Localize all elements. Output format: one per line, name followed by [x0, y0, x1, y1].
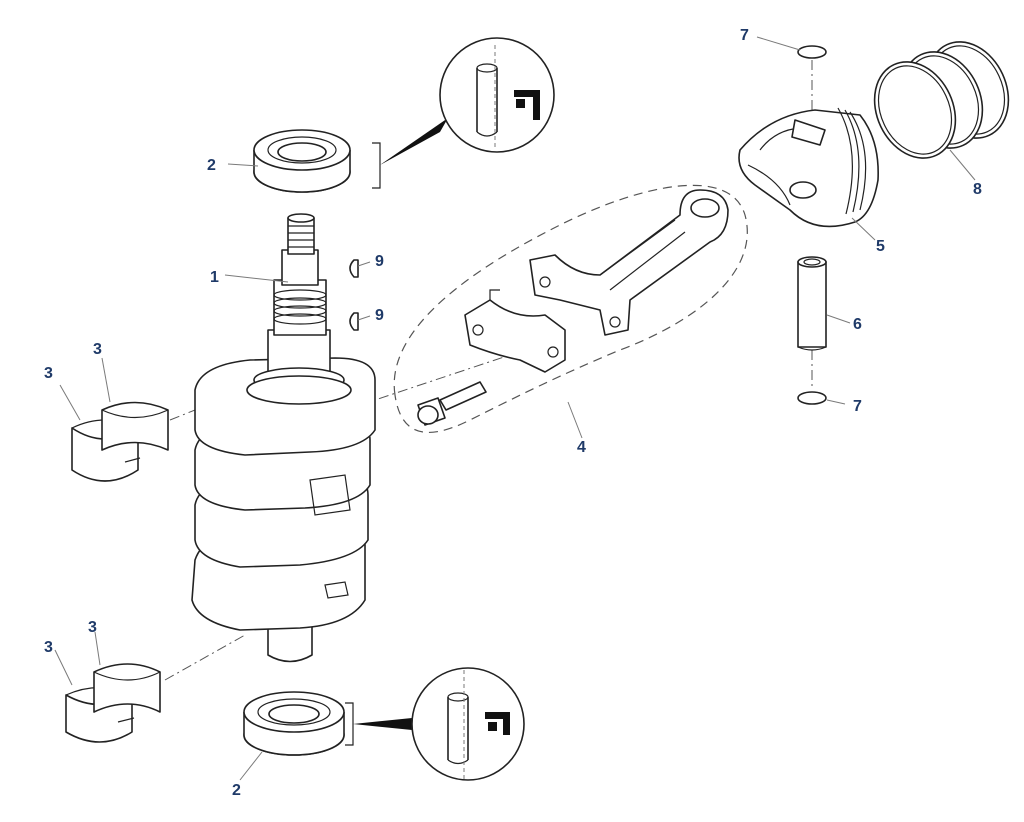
connecting-rod-group-outline: [393, 184, 748, 433]
piston-pin-clip-top: [797, 45, 827, 59]
piston-pin: [797, 256, 827, 351]
bearing-lower-outer: [65, 686, 135, 743]
oil-seal-bottom: [243, 691, 345, 756]
piston-rings: [873, 41, 1010, 159]
label-bearing-lower-inner: 3: [88, 619, 97, 636]
label-bearing-upper-inner: 3: [93, 341, 102, 358]
connecting-rod-cap: [464, 289, 566, 373]
callout-labels: 1 2 2 3 3 3 3 4 5 6 7 7 8 9 9: [44, 27, 982, 799]
label-oil-seal-bottom: 2: [232, 782, 241, 799]
label-connecting-rod: 4: [577, 439, 586, 456]
piston: [738, 107, 879, 228]
label-clip-top: 7: [740, 27, 749, 44]
seal-detail-top: [372, 37, 555, 189]
woodruff-key-upper: [349, 259, 359, 278]
label-clip-bottom: 7: [853, 398, 862, 415]
connecting-rod: [529, 189, 729, 336]
label-oil-seal-top: 2: [207, 157, 216, 174]
leader-lines: [54, 36, 976, 781]
label-crankshaft: 1: [210, 269, 219, 286]
bearing-lower-inner: [93, 663, 161, 713]
label-bearing-upper-outer: 3: [44, 365, 53, 382]
oil-seal-top: [253, 129, 351, 193]
label-woodruff-key-upper: 9: [375, 253, 384, 270]
seal-detail-bottom: [345, 667, 525, 781]
crankshaft: [191, 213, 376, 663]
label-piston-rings: 8: [973, 181, 982, 198]
connecting-rod-bolt: [417, 381, 487, 426]
piston-pin-clip-bottom: [797, 391, 827, 405]
bearing-upper-inner: [101, 401, 169, 451]
woodruff-key-lower: [349, 312, 359, 331]
label-piston: 5: [876, 238, 885, 255]
label-piston-pin: 6: [853, 316, 862, 333]
label-woodruff-key-lower: 9: [375, 307, 384, 324]
label-bearing-lower-outer: 3: [44, 639, 53, 656]
